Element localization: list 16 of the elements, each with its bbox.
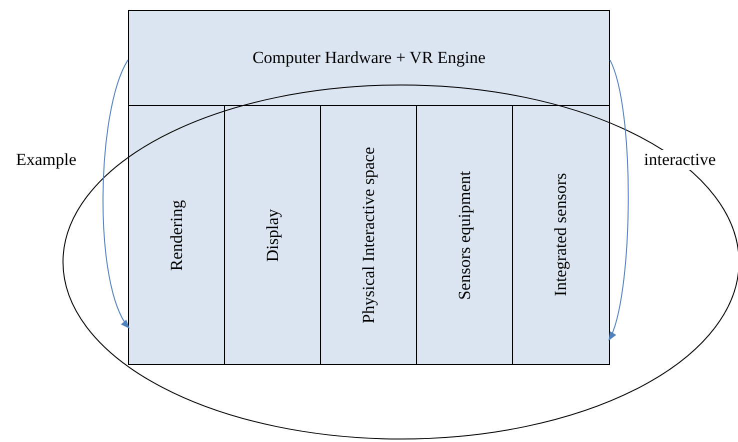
node-text: Rendering (166, 200, 186, 270)
column-box (416, 105, 513, 365)
header-band (128, 10, 610, 106)
column-box (128, 105, 225, 365)
curved-arrow (102, 59, 130, 329)
node-text: Physical Interactive space (358, 146, 378, 324)
node-text: Sensors equipment (454, 170, 474, 300)
node-text: Display (262, 208, 282, 262)
column-box (320, 105, 417, 365)
edge-label: Example (14, 150, 78, 170)
node-text: Computer Hardware + VR Engine (252, 48, 486, 68)
edge-label: interactive (642, 150, 718, 170)
curved-arrow (608, 59, 629, 341)
column-box (224, 105, 321, 365)
node-text: Integrated sensors (551, 173, 571, 297)
column-box (512, 105, 610, 365)
